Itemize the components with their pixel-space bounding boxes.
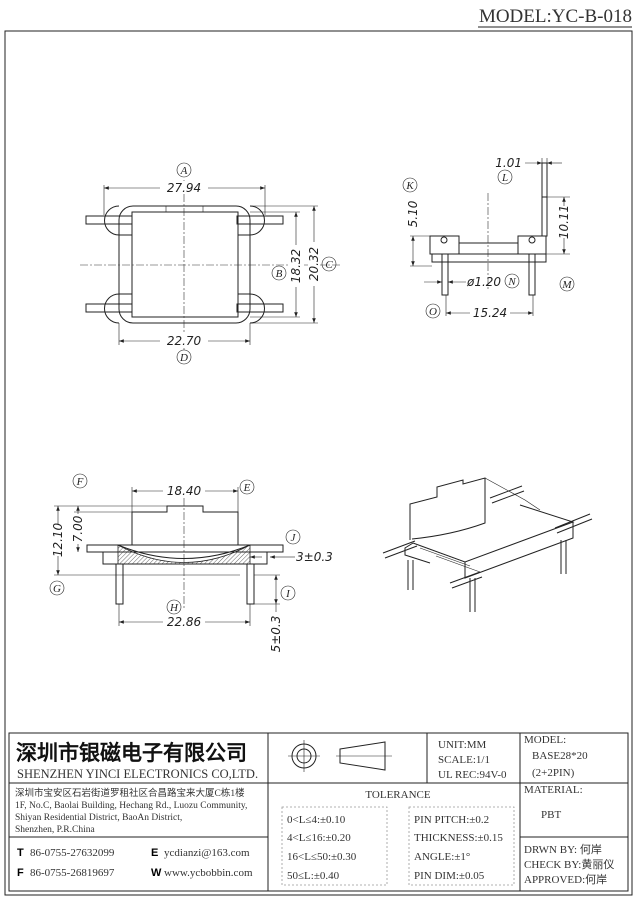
svg-text:F: F [76,476,84,488]
dim-pins: 22.86 [167,615,202,629]
label-o: O [425,303,441,319]
unit: UNIT:MM [438,739,487,751]
tolerance-length-list: 0<L≤4:±0.10 4<L≤16:±0.20 16<L≤50:±0.30 5… [287,814,357,882]
label-n: N [504,273,520,289]
dim-b: 18.32 [289,249,303,283]
svg-text:50≤L:±0.40: 50≤L:±0.40 [287,870,340,882]
isometric-view [382,477,593,612]
dim-k: 5.10 [406,200,420,227]
company-name-cn: 深圳市银磁电子有限公司 [16,741,247,765]
top-view: 27.94 22.70 18.32 20.32 A B C D [80,162,340,365]
svg-text:D: D [179,352,188,364]
model-pins: (2+2PIN) [532,767,575,779]
dim-f: 7.00 [71,515,85,542]
label-d: D [176,349,192,365]
company-address: 深圳市宝安区石岩街道罗租社区合昌路宝来大厦C栋1楼 1F, No.C, Baol… [15,787,247,835]
dim-j: 3±0.3 [296,550,333,564]
label-g: G [49,580,65,596]
model-title: MODEL:YC-B-018 [479,6,632,27]
svg-text:M: M [561,279,572,291]
svg-text:深圳市宝安区石岩街道罗租社区合昌路宝来大厦C栋1楼: 深圳市宝安区石岩街道罗租社区合昌路宝来大厦C栋1楼 [15,787,245,799]
svg-text:Shiyan Residential District, B: Shiyan Residential District, BaoAn Distr… [15,813,182,823]
dim-pitch: 15.24 [473,306,507,320]
telephone: 86-0755-27632099 [30,847,115,859]
svg-text:C: C [325,259,333,271]
label-f: F [72,473,88,489]
label-b: B [271,265,287,281]
label-i: I [280,585,296,601]
svg-text:PIN PITCH:±0.2: PIN PITCH:±0.2 [414,814,489,826]
svg-text:A: A [180,165,188,177]
model-label: MODEL: [524,734,566,746]
dim-top: 18.40 [167,484,202,498]
material-label: MATERIAL: [524,784,583,796]
svg-text:W: W [151,867,162,879]
svg-text:H: H [169,602,179,614]
svg-text:E: E [151,847,158,859]
ul-rec: UL REC:94V-0 [438,769,507,781]
company-name-en: SHENZHEN YINCI ELECTRONICS CO,LTD. [17,767,258,781]
fax: 86-0755-26819697 [30,867,115,879]
title-block: 深圳市银磁电子有限公司 SHENZHEN YINCI ELECTRONICS C… [8,732,629,892]
dim-width: 27.94 [167,181,201,195]
svg-text:4<L≤16:±0.20: 4<L≤16:±0.20 [287,832,351,844]
svg-text:N: N [507,276,516,288]
dim-pin-length: 5±0.3 [269,616,283,653]
label-h: H [166,599,182,615]
svg-text:1F, No.C, Baolai Building, Hec: 1F, No.C, Baolai Building, Hechang Rd., … [15,801,247,811]
label-k: K [402,177,418,193]
svg-text:L: L [501,172,508,184]
scale: SCALE:1/1 [438,754,490,766]
svg-text:E: E [243,482,251,494]
svg-text:THICKNESS:±0.15: THICKNESS:±0.15 [414,832,503,844]
svg-text:0<L≤4:±0.10: 0<L≤4:±0.10 [287,814,346,826]
svg-text:16<L≤50:±0.30: 16<L≤50:±0.30 [287,851,357,863]
svg-text:G: G [53,583,61,595]
dim-height: 10.11 [557,205,571,239]
svg-text:PIN DIM:±0.05: PIN DIM:±0.05 [414,870,485,882]
website-link[interactable]: www.ycbobbin.com [164,867,253,879]
tolerance-other-list: PIN PITCH:±0.2 THICKNESS:±0.15 ANGLE:±1°… [414,814,503,882]
svg-text:ANGLE:±1°: ANGLE:±1° [414,851,470,863]
svg-text:Shenzhen, P.R.China: Shenzhen, P.R.China [15,825,95,835]
dim-pin: ø1.20 [466,275,501,289]
label-c: C [321,256,337,272]
dim-total: 12.10 [51,522,65,557]
label-l: L [497,169,513,185]
email-link[interactable]: ycdianzi@163.com [164,847,250,859]
dim-inner: 22.70 [167,334,202,348]
projection-symbol-icon [288,740,392,772]
svg-text:F: F [17,867,24,879]
svg-text:B: B [276,268,283,280]
side-view: 1.01 10.11 5.10 ø1.20 15.24 K L M N O [402,156,575,320]
model-value: BASE28*20 [532,750,588,762]
label-e: E [239,479,255,495]
dim-c: 20.32 [307,247,321,281]
approved-by: APPROVED:何岸 [524,873,607,886]
drawn-by: DRWN BY: 何岸 [524,843,602,856]
dim-thick: 1.01 [495,156,522,170]
svg-text:I: I [285,588,291,600]
sheet-border [4,30,633,896]
svg-text:O: O [429,306,437,318]
svg-text:K: K [405,180,414,192]
material-value: PBT [541,809,561,821]
tolerance-title: TOLERANCE [365,789,430,801]
label-m: M [559,276,575,292]
svg-text:J: J [291,532,297,544]
label-a: A [176,162,192,178]
front-view: 18.40 12.10 7.00 3±0.3 5±0.3 22.86 E F G… [49,473,333,653]
svg-text:T: T [17,847,24,859]
checked-by: CHECK BY:黄丽仪 [524,857,614,871]
label-j: J [285,529,301,545]
